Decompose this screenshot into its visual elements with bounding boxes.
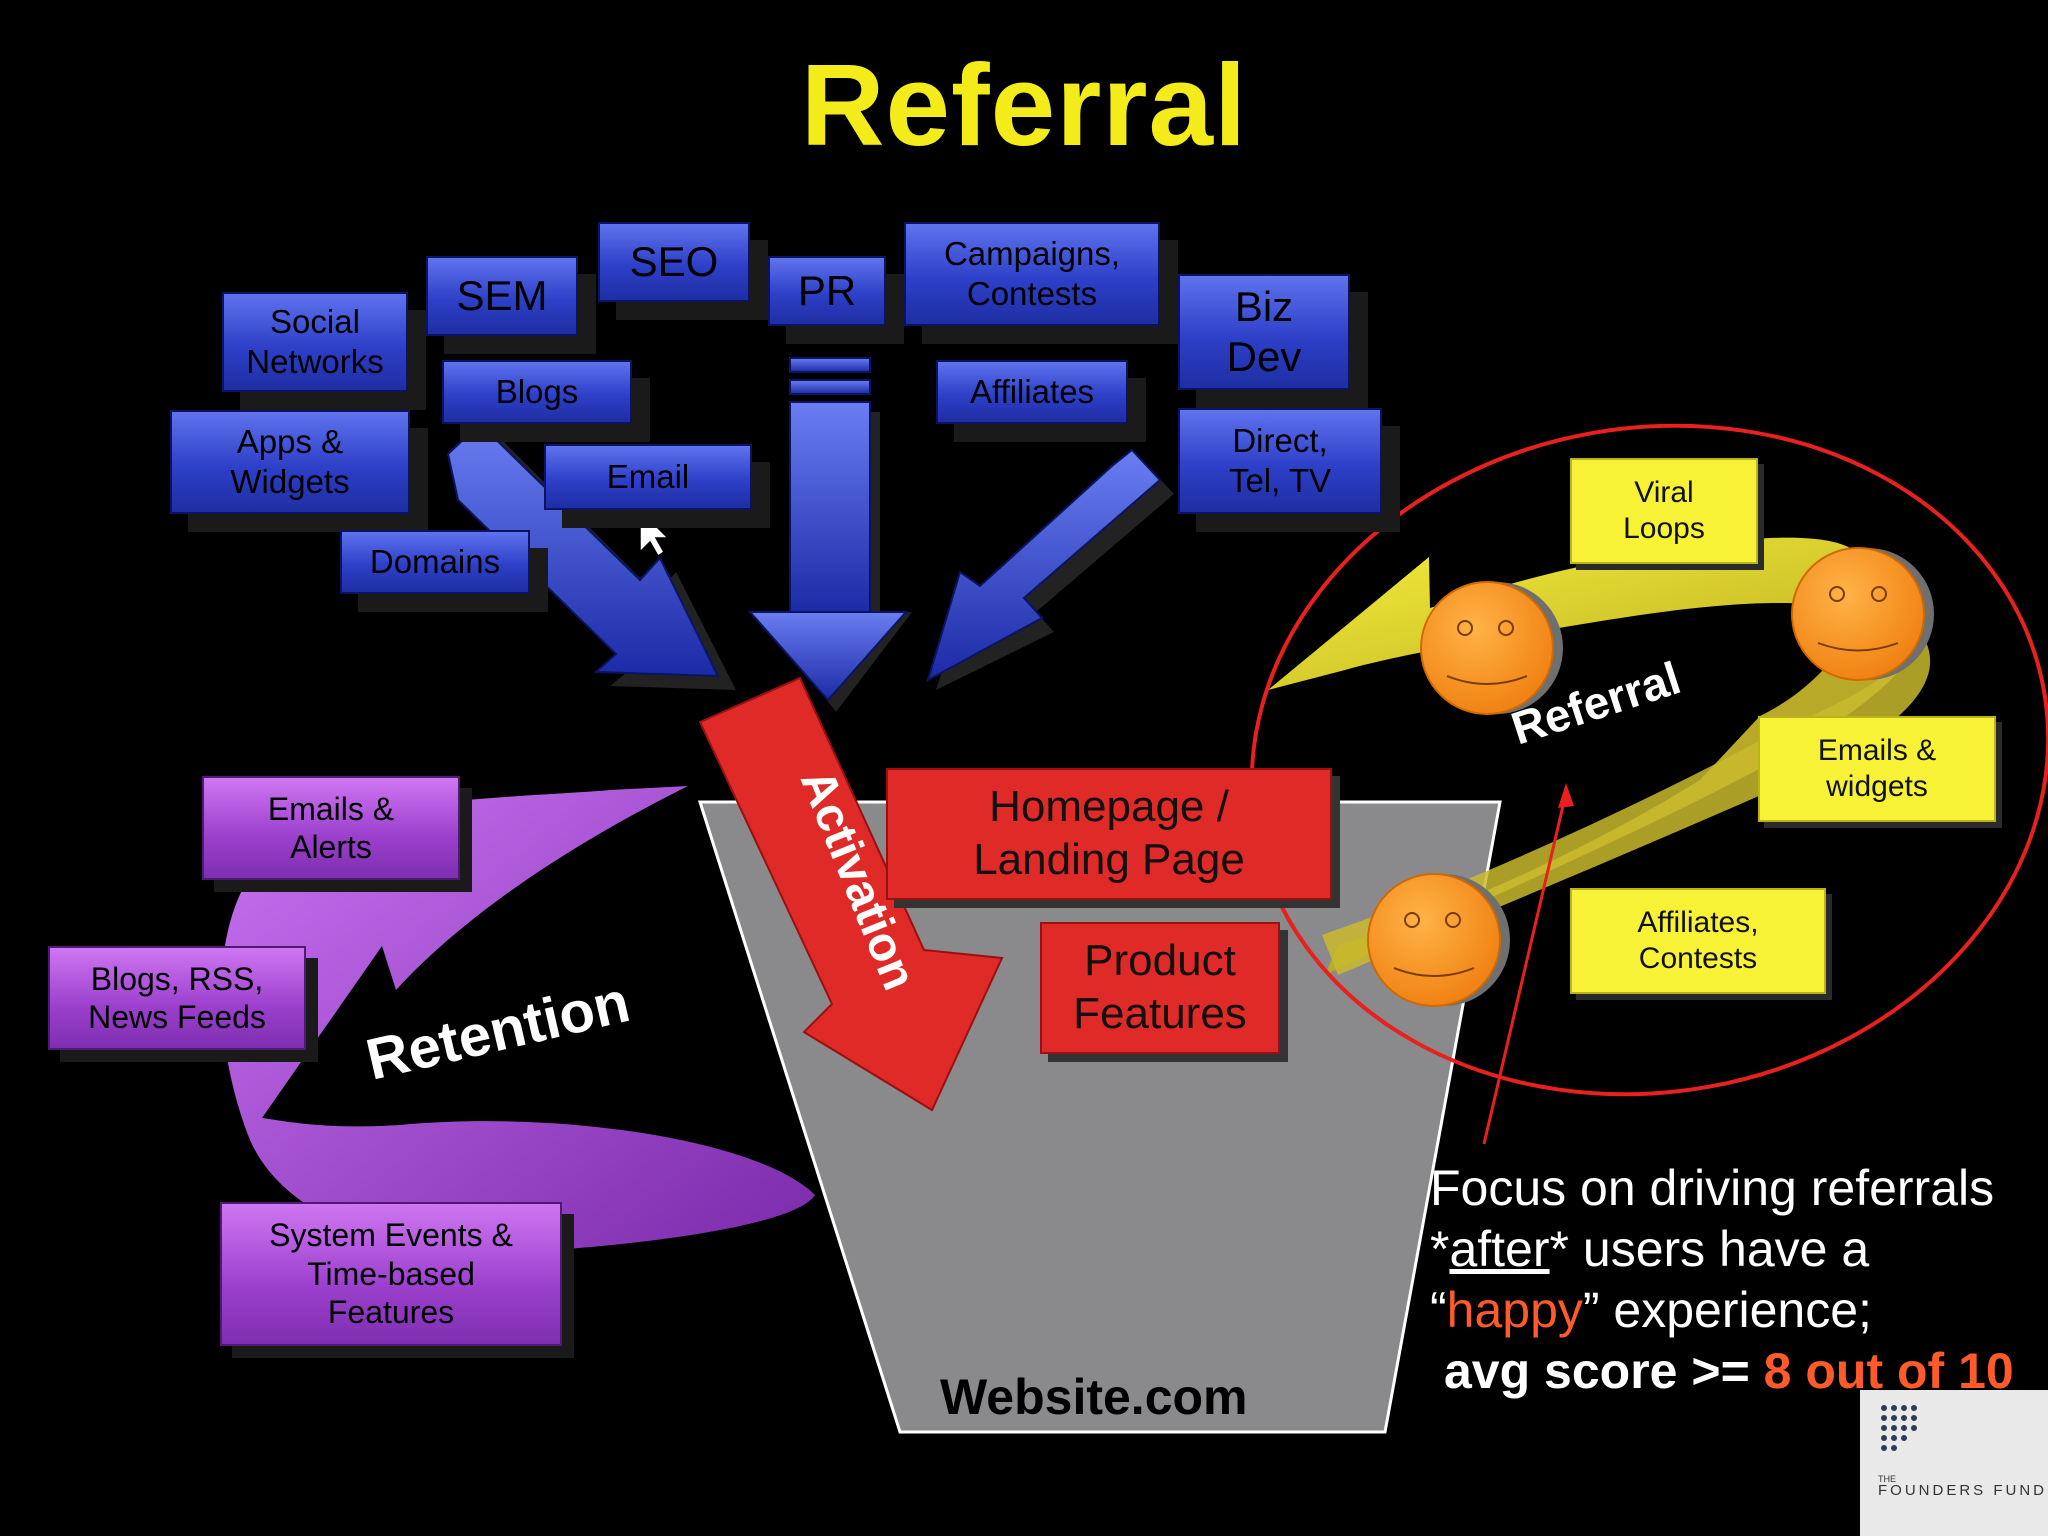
referral-affiliates-contests: Affiliates, Contests [1570, 888, 1826, 994]
smiley-face-right [1791, 547, 1934, 681]
source-blogs: Blogs [442, 360, 632, 424]
source-domains: Domains [340, 530, 530, 594]
source-pr: PR [768, 256, 886, 326]
activation-arrow [698, 676, 1004, 1112]
source-campaigns-contests: Campaigns, Contests [904, 222, 1160, 326]
focus-pointer-line [1482, 792, 1568, 1145]
referral-viral-loops: Viral Loops [1570, 458, 1758, 564]
center-blue-arrow [747, 357, 912, 712]
focus-note: Focus on driving referrals *after* users… [1430, 1158, 2030, 1402]
source-apps-widgets: Apps & Widgets [170, 410, 410, 514]
smiley-face-bottom [1367, 873, 1510, 1007]
website-label: Website.com [940, 1369, 1248, 1425]
homepage-landing-page-box: Homepage / Landing Page [886, 768, 1332, 900]
retention-label: Retention [360, 969, 635, 1092]
cursor-icon [639, 508, 670, 558]
right-blue-arrow [926, 448, 1174, 690]
retention-arrow [221, 786, 816, 1252]
source-email: Email [544, 444, 752, 510]
acquisition-arrows [446, 357, 1174, 712]
focus-score: avg score >= 8 out of 10 [1430, 1341, 2030, 1402]
logo-name: FOUNDERS FUND [1878, 1482, 2047, 1499]
source-direct-tel-tv: Direct, Tel, TV [1178, 408, 1382, 514]
focus-pre-after: * [1430, 1221, 1450, 1277]
slide-title: Referral [800, 40, 1248, 170]
source-seo: SEO [598, 222, 750, 302]
logo-small-text: THE [1878, 1474, 1896, 1484]
founders-fund-logo: THE FOUNDERS FUND [1860, 1390, 2048, 1536]
source-affiliates: Affiliates [936, 360, 1128, 424]
retention-system-events: System Events & Time-based Features [220, 1202, 562, 1346]
focus-score-prefix: avg score >= [1444, 1343, 1764, 1399]
focus-score-value: 8 out of 10 [1763, 1343, 2014, 1399]
focus-open-quote: “ [1430, 1282, 1447, 1338]
focus-line-1: Focus on driving referrals [1430, 1160, 1995, 1216]
focus-close-quote: ” experience; [1582, 1282, 1872, 1338]
focus-happy-word: happy [1446, 1282, 1583, 1338]
referral-emails-widgets: Emails & widgets [1758, 716, 1996, 822]
product-features-box: Product Features [1040, 922, 1280, 1054]
smiley-face-left [1420, 581, 1563, 715]
focus-after-word: after [1449, 1221, 1550, 1277]
source-social-networks: Social Networks [222, 292, 408, 392]
focus-pointer-head [1558, 783, 1574, 808]
dot-grid-icon [1881, 1405, 1917, 1451]
retention-blogs-rss: Blogs, RSS, News Feeds [48, 946, 306, 1050]
retention-emails-alerts: Emails & Alerts [202, 776, 460, 880]
focus-post-after: * users have a [1549, 1221, 1870, 1277]
source-biz-dev: Biz Dev [1178, 274, 1350, 390]
source-sem: SEM [426, 256, 578, 336]
